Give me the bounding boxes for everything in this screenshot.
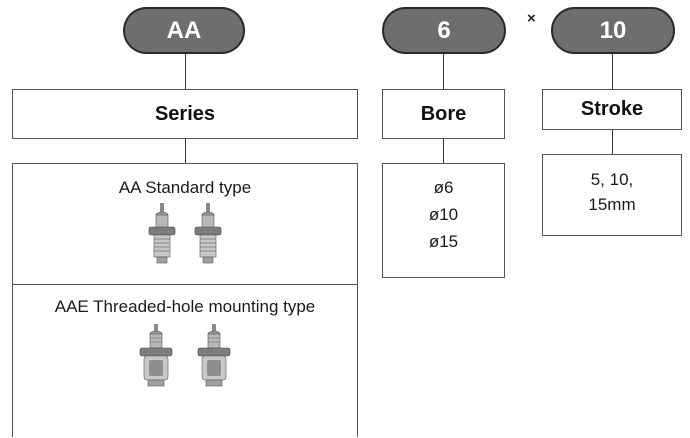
cylinder-icon: [145, 203, 179, 265]
stroke-connector-top: [612, 54, 613, 89]
bore-code-badge: 6: [382, 7, 506, 54]
threaded-parts: [136, 324, 234, 388]
stroke-option-line: 15mm: [588, 195, 636, 214]
series-code-badge: AA: [123, 7, 245, 54]
series-type-threaded-label: AAE Threaded-hole mounting type: [54, 297, 316, 316]
series-header: Series: [12, 89, 358, 139]
series-connector-bottom: [185, 139, 186, 163]
cylinder-threaded-icon: [194, 324, 234, 388]
standard-parts: [145, 203, 225, 265]
series-type-list: AA Standard type: [12, 163, 358, 437]
bore-option: ø10: [428, 205, 459, 224]
stroke-header: Stroke: [542, 89, 682, 130]
multiply-sign: ×: [527, 10, 536, 27]
series-type-standard-label: AA Standard type: [118, 178, 252, 197]
bore-header: Bore: [382, 89, 505, 139]
bore-connector-bottom: [443, 139, 444, 163]
stroke-options: 5, 10, 15mm: [542, 154, 682, 236]
stroke-option-line: 5, 10,: [590, 170, 634, 189]
stroke-connector-bottom: [612, 130, 613, 154]
bore-options: ø6 ø10 ø15: [382, 163, 505, 278]
series-type-standard: AA Standard type: [13, 164, 357, 285]
series-type-threaded: AAE Threaded-hole mounting type: [13, 285, 357, 438]
series-connector-top: [185, 54, 186, 89]
stroke-code-badge: 10: [551, 7, 675, 54]
bore-option: ø15: [428, 232, 459, 251]
bore-connector-top: [443, 54, 444, 89]
cylinder-icon: [191, 203, 225, 265]
bore-option: ø6: [433, 178, 454, 197]
cylinder-threaded-icon: [136, 324, 176, 388]
